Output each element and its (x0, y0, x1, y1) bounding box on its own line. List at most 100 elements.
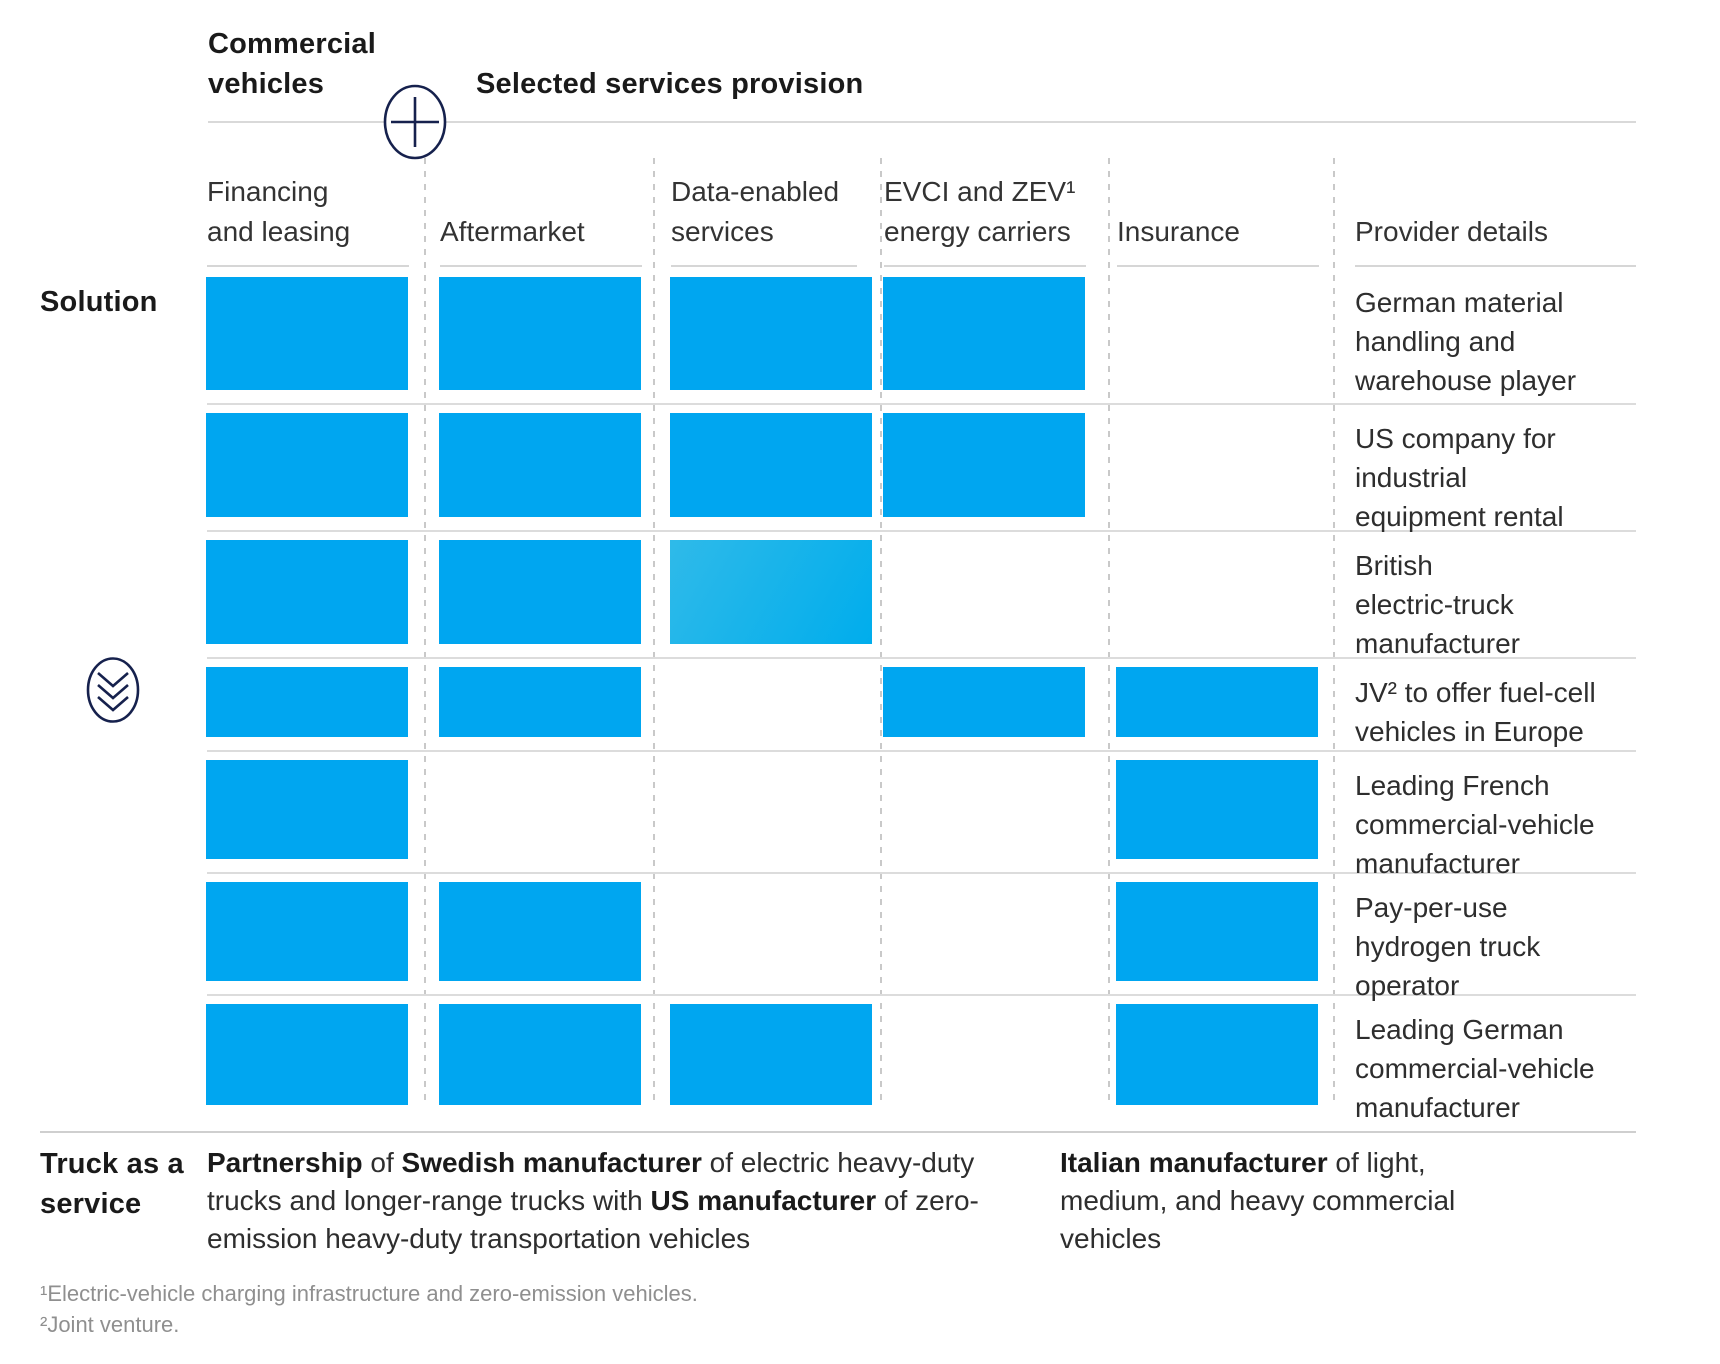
cell-insurance (1116, 760, 1318, 859)
bottom-divider-line (40, 1131, 1636, 1133)
paragraph-bold-segment: US manufacturer (650, 1185, 877, 1216)
column-header: Insurance (1117, 168, 1417, 252)
row-axis-title: Commercial vehicles (208, 28, 377, 100)
paragraph-segment: of light, medium, and heavy commercial v… (1060, 1147, 1456, 1254)
truck-as-a-service-paragraph: Italian manufacturer of light, medium, a… (1060, 1144, 1465, 1258)
cell-data-enabled-services (670, 413, 872, 517)
cell-aftermarket (439, 667, 641, 737)
cell-data-enabled-services (670, 277, 872, 390)
paragraph-segment: of zero-emission heavy-duty transportati… (207, 1185, 979, 1254)
provider-details-line: manufacturer (1355, 848, 1520, 879)
column-dashed-separator (1333, 158, 1335, 1105)
column-header-underline (440, 265, 642, 267)
provider-details-line: commercial-vehicle (1355, 1053, 1595, 1084)
provider-details-line: handling and (1355, 326, 1516, 357)
provider-details-line: manufacturer (1355, 628, 1520, 659)
provider-details-line: warehouse player (1355, 365, 1577, 396)
truck-as-a-service-paragraph: Partnership of Swedish manufacturer of e… (207, 1144, 997, 1258)
footnotes: ¹Electric-vehicle charging infrastructur… (40, 1278, 1040, 1340)
provider-details-line: equipment rental (1355, 501, 1564, 532)
column-header-line: Financing (207, 176, 329, 207)
column-header-underline (1117, 265, 1319, 267)
solution-label: Solution (40, 286, 158, 318)
row-separator (207, 994, 1636, 996)
cell-data-enabled-services (670, 540, 872, 644)
provider-details-line: German material (1355, 287, 1564, 318)
column-header: Financing and leasing (207, 168, 507, 252)
cell-financing-and-leasing (206, 760, 408, 859)
column-dashed-separator (880, 158, 882, 1105)
column-dashed-separator (1108, 158, 1110, 1105)
provider-details-text: Leading French commercial-vehicle manufact… (1355, 766, 1655, 883)
cell-evci-zev (883, 413, 1085, 517)
col-axis-title: Selected services provision (476, 68, 864, 100)
cell-aftermarket (439, 540, 641, 644)
plus-circle-icon (383, 84, 447, 160)
column-header: Data-enabled services (671, 168, 971, 252)
provider-details-line: operator (1355, 970, 1460, 1001)
column-header-line: and leasing (207, 216, 351, 247)
column-header: Aftermarket (440, 168, 740, 252)
provider-details-text: Leading German commercial-vehicle manufact… (1355, 1010, 1655, 1127)
column-header-line: Data-enabled (671, 176, 840, 207)
column-header-line: EVCI and ZEV¹ (884, 176, 1076, 207)
row-separator (207, 530, 1636, 532)
cell-aftermarket (439, 413, 641, 517)
paragraph-bold-segment: Swedish manufacturer (401, 1147, 702, 1178)
provider-details-line: Leading German (1355, 1014, 1564, 1045)
provider-details-line: industrial (1355, 462, 1468, 493)
provider-details-text: British electric-truck manufacturer (1355, 546, 1655, 663)
provider-details-line: US company for (1355, 423, 1556, 454)
cell-aftermarket (439, 277, 641, 390)
cell-financing-and-leasing (206, 667, 408, 737)
row-separator (207, 872, 1636, 874)
header-divider-line (208, 121, 1636, 123)
column-header-underline (207, 265, 409, 267)
cell-evci-zev (883, 277, 1085, 390)
triple-chevron-down-icon (86, 656, 140, 724)
cell-data-enabled-services (670, 1004, 872, 1105)
cell-financing-and-leasing (206, 277, 408, 390)
cell-insurance (1116, 882, 1318, 981)
provider-details-line: commercial-vehicle (1355, 809, 1595, 840)
provider-details-line: manufacturer (1355, 1092, 1520, 1123)
cell-insurance (1116, 1004, 1318, 1105)
row-separator (207, 657, 1636, 659)
cell-evci-zev (883, 667, 1085, 737)
cell-aftermarket (439, 882, 641, 981)
provider-details-line: vehicles in Europe (1355, 716, 1584, 747)
paragraph-bold-segment: Partnership (207, 1147, 363, 1178)
paragraph-segment: of (362, 1147, 402, 1178)
truck-as-a-service-label: Truck as a service (40, 1148, 184, 1220)
paragraph-segment: of electric heavy-duty trucks and longer… (207, 1147, 975, 1216)
provider-details-line: electric-truck (1355, 589, 1514, 620)
footnote-line: ²Joint venture. (40, 1312, 180, 1337)
row-separator (207, 750, 1636, 752)
paragraph-bold-segment: Italian manufacturer (1060, 1147, 1328, 1178)
cell-financing-and-leasing (206, 413, 408, 517)
provider-details-line: JV² to offer fuel-cell (1355, 677, 1596, 708)
cell-aftermarket (439, 1004, 641, 1105)
footnote-line: ¹Electric-vehicle charging infrastructur… (40, 1281, 698, 1306)
column-header-line: Aftermarket (440, 216, 585, 247)
column-dashed-separator (653, 158, 655, 1105)
provider-details-line: British (1355, 550, 1433, 581)
column-header-line: Insurance (1117, 216, 1240, 247)
row-separator (207, 403, 1636, 405)
provider-details-text: US company for industrial equipment rental (1355, 419, 1655, 536)
column-header-underline (884, 265, 1086, 267)
provider-details-text: Pay-per-use hydrogen truck operator (1355, 888, 1655, 1005)
column-header-underline (671, 265, 857, 267)
column-header: Provider details (1355, 168, 1655, 252)
cell-financing-and-leasing (206, 540, 408, 644)
cell-insurance (1116, 667, 1318, 737)
column-header-line: services (671, 216, 774, 247)
provider-details-line: Pay-per-use (1355, 892, 1508, 923)
column-header-underline (1355, 265, 1636, 267)
provider-details-line: hydrogen truck (1355, 931, 1541, 962)
provider-details-line: Leading French (1355, 770, 1550, 801)
provider-details-text: JV² to offer fuel-cell vehicles in Europe (1355, 673, 1655, 751)
column-header-line: Provider details (1355, 216, 1548, 247)
